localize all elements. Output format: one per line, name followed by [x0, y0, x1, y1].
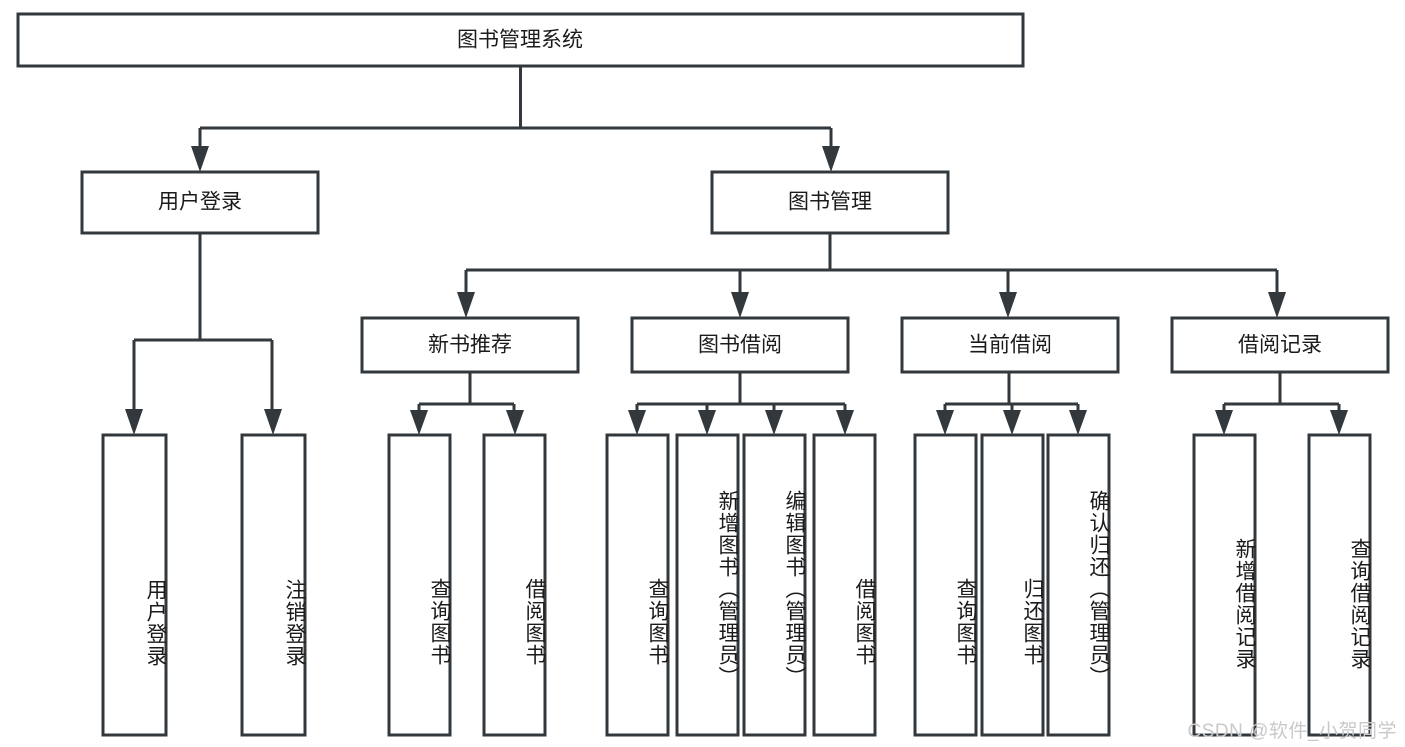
- node-current-borrow-label: 当前借阅: [968, 334, 1052, 357]
- node-book-borrow-label: 图书借阅: [698, 334, 782, 357]
- node-book-management-box[interactable]: [710, 170, 950, 235]
- arrowhead-to-leaf-query-borrow-record: [1330, 410, 1348, 435]
- arrowhead-to-leaf-query-book-2: [628, 410, 646, 435]
- connector-root-bus: [198, 66, 833, 148]
- node-current-borrow[interactable]: 当前借阅: [900, 316, 1120, 374]
- node-leaf-add-book-admin-box[interactable]: [675, 433, 740, 737]
- node-leaf-user-login-box[interactable]: [101, 433, 168, 737]
- node-book-borrow[interactable]: 图书借阅: [630, 316, 850, 374]
- node-root-label: 图书管理系统: [457, 29, 583, 52]
- node-leaf-edit-book-admin-box[interactable]: [742, 433, 807, 737]
- node-leaf-add-borrow-record-box[interactable]: [1192, 433, 1257, 737]
- connector-user-login-bus: [132, 233, 274, 412]
- connector-book-borrow-bus: [635, 372, 847, 414]
- arrowhead-to-leaf-edit-book-admin: [765, 410, 783, 435]
- arrowhead-to-leaf-borrow-book-1: [506, 410, 524, 435]
- node-borrow-record-label: 借阅记录: [1238, 334, 1322, 357]
- arrowhead-to-new-book-recommend: [457, 292, 475, 318]
- node-borrow-record[interactable]: 借阅记录: [1170, 316, 1390, 374]
- arrowhead-to-leaf-borrow-book-2: [836, 410, 854, 435]
- node-leaf-query-borrow-record-box[interactable]: [1307, 433, 1372, 737]
- node-new-book-recommend[interactable]: 新书推荐: [360, 316, 580, 374]
- node-leaf-logout-login-box[interactable]: [240, 433, 307, 737]
- arrowhead-to-leaf-add-borrow-record: [1215, 410, 1233, 435]
- node-leaf-return-book-box[interactable]: [980, 433, 1045, 737]
- arrowhead-to-leaf-query-book-1: [410, 410, 428, 435]
- node-user-login[interactable]: 用户登录: [80, 170, 320, 235]
- arrowhead-to-borrow-record: [1268, 292, 1286, 318]
- node-book-management[interactable]: 图书管理: [710, 170, 950, 235]
- arrowhead-to-leaf-return-book: [1003, 410, 1021, 435]
- node-leaf-confirm-return-admin-box[interactable]: [1046, 433, 1111, 737]
- arrowhead-to-leaf-confirm-return-admin: [1069, 410, 1087, 435]
- connector-borrow-record-bus: [1222, 372, 1341, 414]
- connector-new-book-recommend-bus: [417, 372, 516, 414]
- arrowhead-to-book-management: [822, 146, 840, 172]
- node-leaf-query-book-2-box[interactable]: [605, 433, 670, 737]
- node-book-borrow-box[interactable]: [630, 316, 850, 374]
- arrowhead-to-user-login: [191, 146, 209, 172]
- node-root-box[interactable]: [16, 12, 1025, 68]
- node-leaf-query-book-1-box[interactable]: [387, 433, 452, 737]
- node-borrow-record-box[interactable]: [1170, 316, 1390, 374]
- node-leaf-query-book-3-box[interactable]: [913, 433, 978, 737]
- arrowhead-to-leaf-query-book-3: [936, 410, 954, 435]
- node-current-borrow-box[interactable]: [900, 316, 1120, 374]
- node-new-book-recommend-box[interactable]: [360, 316, 580, 374]
- node-book-management-label: 图书管理: [788, 191, 872, 214]
- node-user-login-box[interactable]: [80, 170, 320, 235]
- arrowhead-to-leaf-logout-login: [264, 409, 282, 435]
- arrowhead-to-current-borrow: [999, 292, 1017, 318]
- watermark-text: CSDN @软件_小贺同学: [1187, 721, 1397, 742]
- leaf-boxes-layer: [101, 433, 1372, 737]
- node-leaf-borrow-book-1-box[interactable]: [482, 433, 547, 737]
- connectors-layer: [125, 66, 1348, 435]
- connector-book-management-bus: [464, 233, 1279, 296]
- arrowhead-to-leaf-user-login: [125, 409, 143, 435]
- arrowhead-to-book-borrow: [731, 292, 749, 318]
- node-user-login-label: 用户登录: [158, 191, 242, 214]
- node-root[interactable]: 图书管理系统: [16, 12, 1025, 68]
- node-new-book-recommend-label: 新书推荐: [428, 334, 512, 357]
- node-leaf-borrow-book-2-box[interactable]: [812, 433, 877, 737]
- arrowhead-to-leaf-add-book-admin: [698, 410, 716, 435]
- connector-current-borrow-bus: [943, 372, 1080, 414]
